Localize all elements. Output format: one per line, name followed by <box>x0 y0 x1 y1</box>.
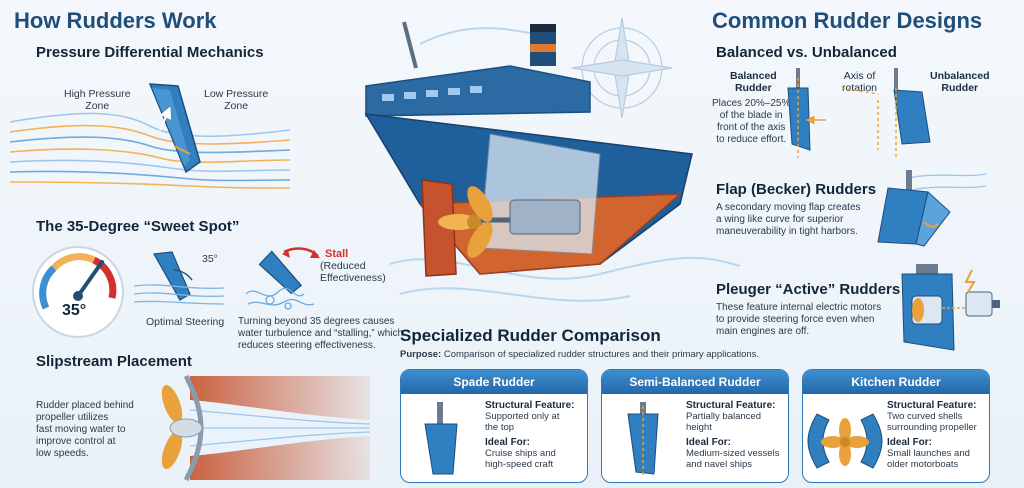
low-pressure-label: Low Pressure Zone <box>204 88 269 112</box>
flap-heading: Flap (Becker) Rudders <box>716 181 877 198</box>
pressure-heading: Pressure Differential Mechanics <box>36 44 264 61</box>
unbalanced-rudder-icon <box>893 68 931 158</box>
flap-rudder-icon <box>877 170 987 247</box>
propeller-icon <box>161 385 203 469</box>
angle-label: 35° <box>202 253 218 265</box>
pleuger-heading: Pleuger “Active” Rudders <box>716 281 901 298</box>
kitchen-rudder-card: Kitchen Rudder Structural Feature: Two c… <box>802 369 990 483</box>
right-title: Common Rudder Designs <box>712 8 983 33</box>
high-pressure-label: High Pressure Zone <box>64 88 131 112</box>
semi-balanced-rudder-card: Semi-Balanced Rudder Structural Feature:… <box>601 369 789 483</box>
sweet-spot-heading: The 35-Degree “Sweet Spot” <box>36 218 240 235</box>
stall-label: Stall <box>325 248 349 260</box>
pleuger-rudder-icon <box>901 264 1000 351</box>
comparison-purpose: Purpose: Comparison of specialized rudde… <box>400 349 759 360</box>
balanced-heading: Balanced vs. Unbalanced <box>716 44 897 61</box>
spade-rudder-icon <box>424 402 458 475</box>
stall-rudder-icon <box>245 247 320 310</box>
unbalanced-rudder-label: Unbalanced Rudder <box>930 70 990 94</box>
gauge-value: 35° <box>62 302 87 319</box>
slipstream-diagram <box>161 374 371 482</box>
stall-description: Turning beyond 35 degrees causes water t… <box>238 316 404 351</box>
compass-icon <box>571 17 673 119</box>
slipstream-heading: Slipstream Placement <box>36 353 192 370</box>
kitchen-rudder-icon <box>807 413 883 469</box>
comparison-heading: Specialized Rudder Comparison <box>400 326 661 345</box>
structural-label: Structural Feature: <box>485 400 575 411</box>
left-title: How Rudders Work <box>14 8 217 33</box>
optimal-rudder-icon <box>133 251 225 305</box>
card-title: Spade Rudder <box>401 370 587 394</box>
rudder-blade-icon <box>148 83 201 174</box>
card-feature: Two curved shells surrounding propeller <box>887 411 977 433</box>
structural-label: Structural Feature: <box>887 400 977 411</box>
balanced-rudders-diagram <box>787 68 931 158</box>
purpose-label: Purpose: <box>400 349 442 360</box>
motor-icon <box>965 291 1000 317</box>
gauge-icon <box>32 246 124 338</box>
ship-illustration <box>364 17 741 302</box>
ship-propeller-icon <box>438 186 493 258</box>
purpose-text: Comparison of specialized rudder structu… <box>443 349 760 360</box>
spade-rudder-card: Spade Rudder Structural Feature: Support… <box>400 369 588 483</box>
card-title: Semi-Balanced Rudder <box>602 370 788 394</box>
flap-description: A secondary moving flap creates a wing l… <box>716 202 861 237</box>
ideal-label: Ideal For: <box>887 437 933 448</box>
card-feature: Partially balanced height <box>686 411 761 433</box>
balanced-rudder-label: Balanced Rudder <box>730 70 777 94</box>
structural-label: Structural Feature: <box>686 400 776 411</box>
pleuger-description: These feature internal electric motors t… <box>716 302 882 337</box>
stall-sub-label: (Reduced Effectiveness) <box>320 260 386 284</box>
optimal-steering-label: Optimal Steering <box>146 316 225 328</box>
axis-label: Axis of rotation <box>842 70 878 94</box>
balanced-description: Places 20%–25% of the blade in front of … <box>712 98 791 145</box>
ideal-label: Ideal For: <box>686 437 732 448</box>
pressure-diagram <box>9 83 291 189</box>
card-ideal: Cruise ships and high-speed craft <box>485 448 556 470</box>
balanced-rudder-icon <box>787 68 811 158</box>
card-ideal: Small launches and older motorboats <box>887 448 970 470</box>
card-title: Kitchen Rudder <box>803 370 989 394</box>
card-feature: Supported only at the top <box>485 411 560 433</box>
ideal-label: Ideal For: <box>485 437 531 448</box>
card-ideal: Medium-sized vessels and navel ships <box>686 448 780 470</box>
slipstream-description: Rudder placed behind propeller utilizes … <box>36 400 134 459</box>
semi-balanced-rudder-icon <box>627 402 659 476</box>
